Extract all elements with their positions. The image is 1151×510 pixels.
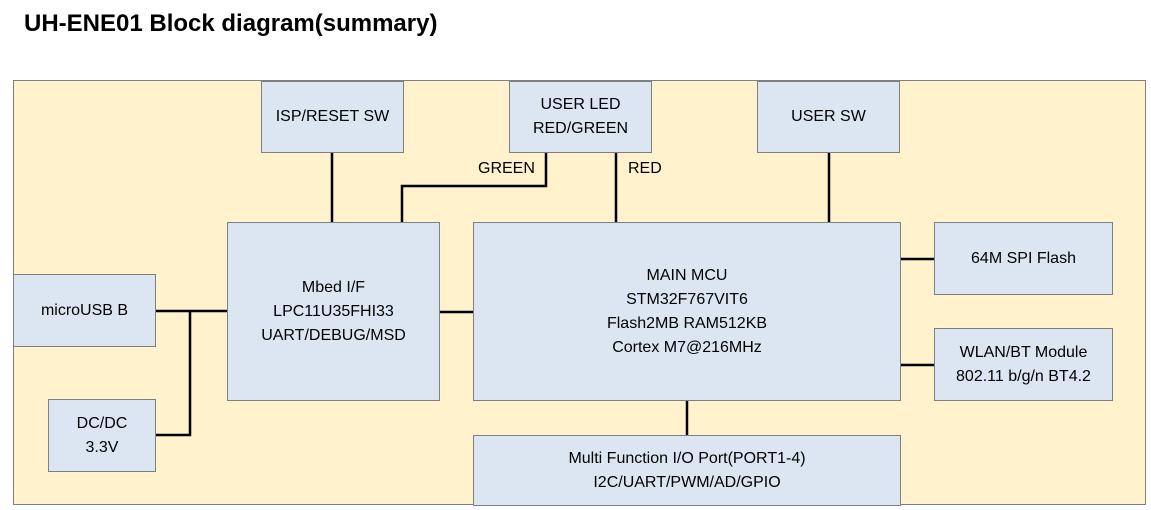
wire-dcdc-bus: [155, 311, 192, 437]
io-port-block: Multi Function I/O Port(PORT1-4) I2C/UAR…: [473, 435, 901, 506]
user-sw-block: USER SW: [757, 81, 900, 153]
mbed-if-block: Mbed I/F LPC11U35FHI33 UART/DEBUG/MSD: [227, 222, 440, 401]
mbed-chip-label: LPC11U35FHI33: [273, 302, 394, 320]
isp-reset-sw-block: ISP/RESET SW: [261, 81, 404, 153]
wlan-standard-label: 802.11 b/g/n BT4.2: [956, 367, 1091, 385]
user-led-block: USER LED RED/GREEN: [509, 81, 652, 153]
wlan-bt-label: WLAN/BT Module: [959, 343, 1088, 361]
microusb-block: microUSB B: [13, 274, 156, 347]
red-wire-label: RED: [628, 160, 662, 177]
green-wire-label: GREEN: [478, 160, 535, 177]
diagram-title: UH-ENE01 Block diagram(summary): [24, 10, 438, 37]
main-mcu-block: MAIN MCU STM32F767VIT6 Flash2MB RAM512KB…: [473, 222, 901, 401]
mcu-core-label: Cortex M7@216MHz: [612, 338, 762, 356]
wire-green-led: [400, 152, 548, 223]
spi-flash-label: 64M SPI Flash: [971, 249, 1076, 267]
mbed-if-label: Mbed I/F: [301, 278, 366, 296]
isp-reset-sw-label: ISP/RESET SW: [275, 108, 390, 125]
mcu-memory-label: Flash2MB RAM512KB: [606, 314, 768, 332]
dcdc-label: DC/DC: [76, 414, 128, 432]
spi-flash-block: 64M SPI Flash: [934, 222, 1113, 295]
wlan-bt-block: WLAN/BT Module 802.11 b/g/n BT4.2: [934, 328, 1113, 401]
mcu-title-label: MAIN MCU: [646, 266, 728, 284]
mbed-function-label: UART/DEBUG/MSD: [261, 326, 406, 344]
user-led-label: USER LED: [540, 96, 621, 113]
microusb-label: microUSB B: [40, 301, 129, 319]
user-sw-label: USER SW: [791, 108, 866, 125]
io-port-label: Multi Function I/O Port(PORT1-4): [568, 449, 806, 467]
mcu-chip-label: STM32F767VIT6: [626, 290, 748, 308]
user-led-colors-label: RED/GREEN: [532, 120, 629, 137]
dcdc-voltage-label: 3.3V: [85, 438, 119, 456]
io-functions-label: I2C/UART/PWM/AD/GPIO: [593, 473, 781, 491]
dcdc-block: DC/DC 3.3V: [48, 399, 156, 472]
